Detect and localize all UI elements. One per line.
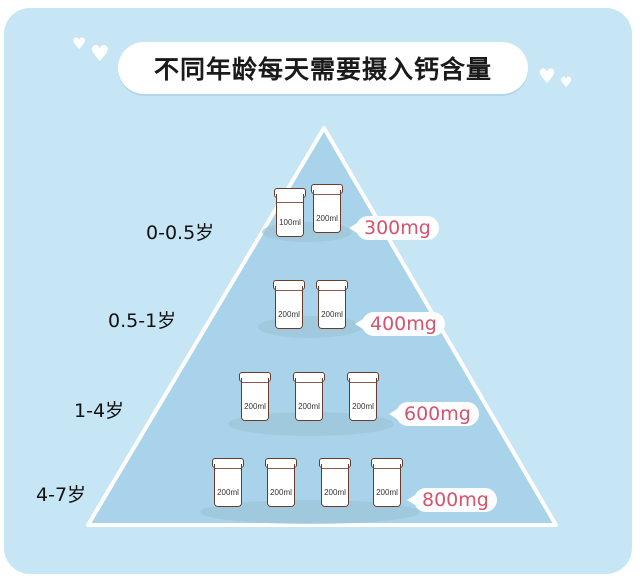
glass-icon: 200ml	[239, 372, 271, 422]
calcium-amount-badge: 400mg	[355, 312, 445, 336]
glass-icon: 200ml	[212, 458, 244, 508]
heart-icon: ♥	[538, 64, 556, 88]
glass-icon: 200ml	[316, 280, 348, 330]
age-label: 1-4岁	[74, 400, 125, 422]
glass-icon: 200ml	[311, 184, 343, 234]
calcium-amount-badge: 800mg	[407, 488, 497, 512]
glass-icon: 100ml	[274, 188, 306, 238]
age-label: 0.5-1岁	[108, 310, 177, 332]
glass-icon: 200ml	[319, 458, 351, 508]
glass-icon: 200ml	[273, 280, 305, 330]
title-banner: 不同年龄每天需要摄入钙含量	[118, 42, 528, 94]
glass-icon: 200ml	[265, 458, 297, 508]
heart-icon: ♥	[90, 42, 110, 67]
calcium-amount-badge: 600mg	[389, 402, 479, 426]
calcium-amount-badge: 300mg	[349, 216, 439, 240]
age-label: 4-7岁	[36, 484, 87, 506]
glass-icon: 200ml	[293, 372, 325, 422]
page-title: 不同年龄每天需要摄入钙含量	[153, 55, 492, 84]
age-label: 0-0.5岁	[146, 222, 215, 244]
glass-icon: 200ml	[371, 458, 403, 508]
heart-icon: ♥	[560, 75, 573, 91]
glass-icon: 200ml	[347, 372, 379, 422]
heart-icon: ♥	[72, 34, 87, 53]
